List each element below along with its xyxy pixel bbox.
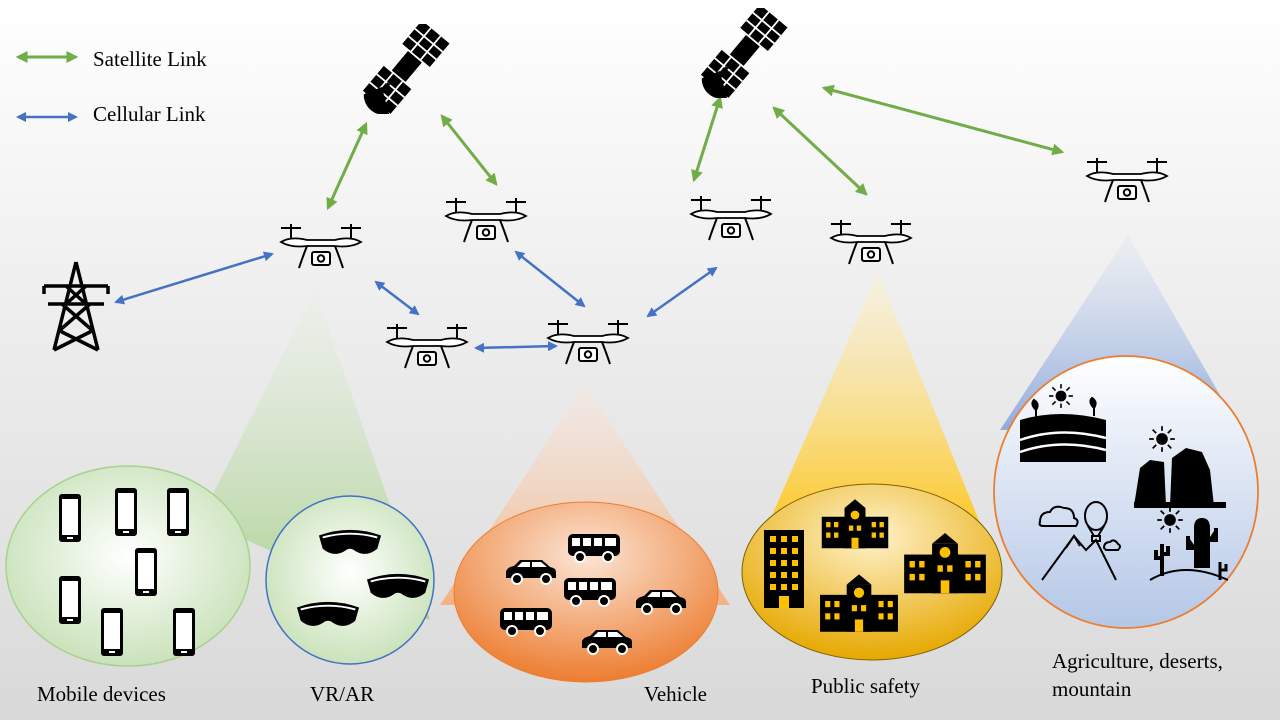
smartphone-icon: [115, 488, 137, 536]
mobile-devices-zone: [5, 465, 251, 667]
smartphone-icon: [167, 488, 189, 536]
rural-label-line2: mountain: [1052, 677, 1132, 701]
drone-icon: [690, 195, 772, 241]
building-icon: [764, 530, 804, 608]
cellular-link: [374, 280, 420, 316]
satellite-link: [691, 95, 723, 183]
vrar-label: VR/AR: [310, 682, 375, 706]
cellular-link: [474, 341, 558, 353]
safety-coverage-cone: [770, 272, 995, 560]
satellite-icon: [362, 24, 452, 114]
satellite-icon: [700, 8, 790, 98]
cellular-link: [646, 266, 718, 318]
vehicle-zone: [453, 501, 719, 683]
vrar-zone: [265, 495, 435, 665]
smartphone-icon: [59, 576, 81, 624]
satellite-link: [440, 114, 498, 186]
drone-icon: [1086, 157, 1168, 203]
public-safety-label: Public safety: [811, 674, 921, 698]
drone-icon: [547, 319, 629, 365]
mountain-icon: [1038, 501, 1121, 581]
legend-cellular-label: Cellular Link: [93, 102, 206, 126]
drone-icon: [280, 223, 362, 269]
rural-zone: [993, 355, 1259, 629]
drone-icon: [386, 323, 468, 369]
satellite-link: [772, 106, 868, 196]
farm-icon: [1019, 383, 1107, 462]
cellular-links: [114, 250, 718, 353]
drone-icon: [445, 197, 527, 243]
satellite-link: [326, 121, 368, 211]
public-safety-zone: [741, 483, 1003, 661]
smartphone-icon: [59, 494, 81, 542]
cellular-link: [514, 250, 586, 308]
legend-satellite-label: Satellite Link: [93, 47, 207, 71]
smartphone-icon: [101, 608, 123, 656]
mobile-devices-label: Mobile devices: [37, 682, 166, 706]
canyon-icon: [1134, 425, 1226, 508]
cellular-link: [114, 251, 274, 305]
rural-label-line1: Agriculture, deserts,: [1052, 649, 1223, 673]
satellite-link: [821, 84, 1065, 156]
drone-icon: [830, 219, 912, 265]
cactus-desert-icon: [1149, 506, 1229, 581]
satellite-links: [326, 84, 1065, 211]
power-tower-icon: [42, 261, 110, 352]
smartphone-icon: [173, 608, 195, 656]
vehicle-label: Vehicle: [644, 682, 707, 706]
smartphone-icon: [135, 548, 157, 596]
